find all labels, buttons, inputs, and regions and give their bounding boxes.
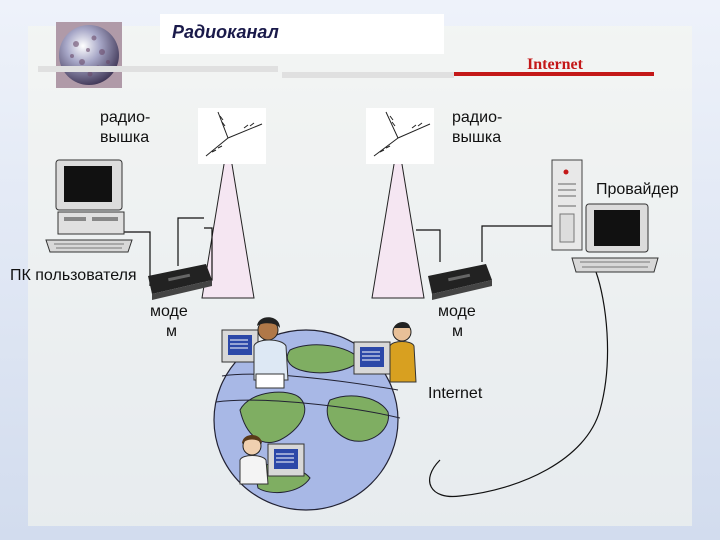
user-man-right-icon — [354, 322, 416, 382]
tower-right-label-line2: вышка — [452, 129, 501, 146]
user-pc-label: ПК пользователя — [10, 267, 137, 284]
modem-left-label-line2: м — [166, 323, 177, 340]
modem-left-label-line1: моде — [150, 303, 188, 320]
link-modem-left-beam2 — [178, 218, 204, 266]
modem-right-icon — [428, 264, 492, 300]
modem-right-label-line2: м — [452, 323, 463, 340]
tower-right-label-line1: радио- — [452, 109, 502, 126]
provider-server-icon — [552, 160, 582, 250]
tower-left-label-line1: радио- — [100, 109, 150, 126]
antenna-left-icon — [198, 108, 266, 164]
antenna-right-icon — [366, 108, 434, 164]
provider-label: Провайдер — [596, 181, 679, 198]
link-beam-right-modem — [416, 230, 440, 262]
tower-left-label-line2: вышка — [100, 129, 149, 146]
user-pc-icon — [46, 160, 132, 252]
globe-internet-label: Internet — [428, 385, 483, 402]
provider-pc-icon — [572, 204, 658, 272]
modem-right-label-line1: моде — [438, 303, 476, 320]
